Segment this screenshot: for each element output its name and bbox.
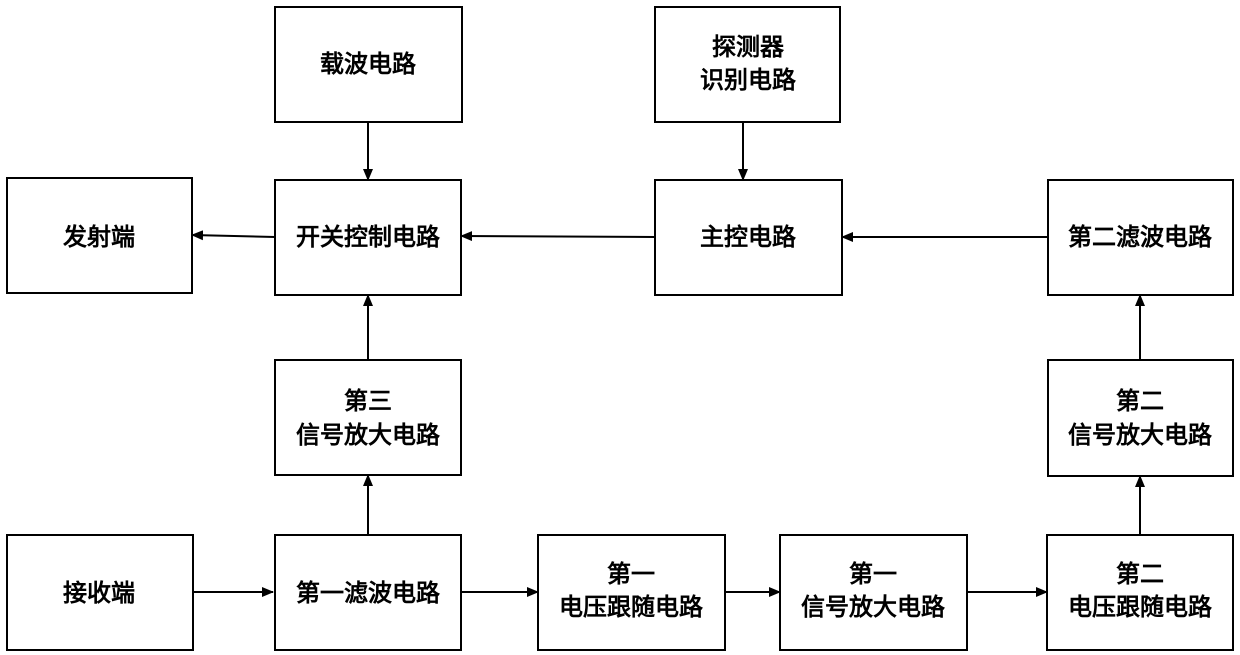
first-voltage-follower-label-line-1: 第一 [607,560,655,588]
carrier-circuit-block: 载波电路 [275,7,462,122]
third-signal-amplifier-label-line-2: 信号放大电路 [296,421,441,449]
switch-control-label: 开关控制电路 [296,223,441,251]
third-signal-amplifier-label-line-1: 第三 [344,387,392,415]
transmitter-block: 发射端 [7,178,192,293]
first-signal-amplifier-block: 第一 信号放大电路 [780,535,967,650]
second-voltage-follower-label-line-1: 第二 [1116,560,1164,588]
third-signal-amplifier-block: 第三 信号放大电路 [275,360,461,475]
detector-identification-label-line-2: 识别电路 [700,66,797,94]
second-signal-amplifier-block: 第二 信号放大电路 [1048,360,1233,476]
carrier-circuit-label: 载波电路 [320,50,417,78]
arrow-main-control-to-switch-control [461,236,655,237]
first-signal-amplifier-label-line-2: 信号放大电路 [801,593,946,621]
second-voltage-follower-label-line-2: 电压跟随电路 [1068,593,1213,621]
second-filter-block: 第二滤波电路 [1048,180,1233,295]
receiver-block: 接收端 [7,535,193,650]
second-voltage-follower-block: 第二 电压跟随电路 [1047,535,1233,650]
second-filter-label: 第二滤波电路 [1068,223,1213,251]
detector-identification-label-line-1: 探测器 [712,33,785,61]
transmitter-label: 发射端 [62,223,135,251]
first-filter-label: 第一滤波电路 [296,579,441,607]
first-voltage-follower-block: 第一 电压跟随电路 [538,535,725,650]
arrow-switch-control-to-transmitter [192,235,275,237]
first-voltage-follower-label-line-2: 电压跟随电路 [559,593,704,621]
detector-identification-block: 探测器 识别电路 [655,7,840,122]
first-signal-amplifier-label-line-1: 第一 [849,560,897,588]
switch-control-block: 开关控制电路 [275,180,461,295]
main-control-label: 主控电路 [700,223,797,251]
receiver-label: 接收端 [63,579,135,607]
second-signal-amplifier-label-line-1: 第二 [1116,387,1164,415]
main-control-block: 主控电路 [655,180,842,295]
first-filter-block: 第一滤波电路 [275,535,461,650]
second-signal-amplifier-label-line-2: 信号放大电路 [1068,421,1213,449]
